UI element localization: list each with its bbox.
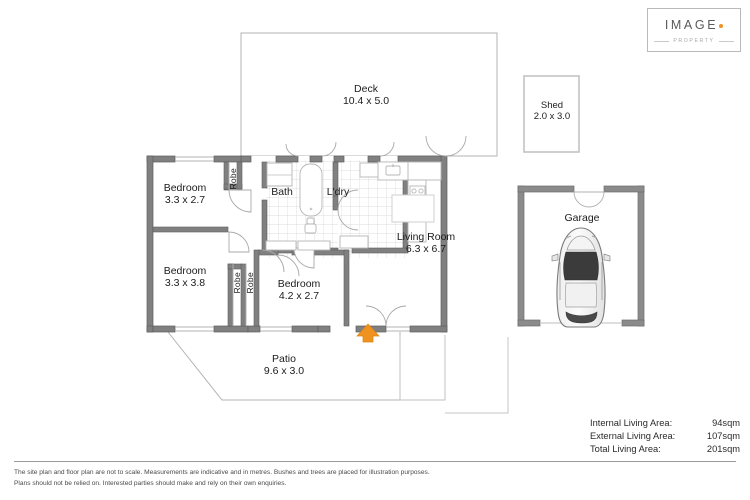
brand-logo-dot (719, 24, 724, 28)
entry-arrow-icon (356, 323, 380, 343)
brand-logo-text: IMAGE (664, 18, 719, 32)
car-illustration (551, 227, 611, 328)
disclaimer-line-1: The site plan and floor plan are not to … (14, 469, 430, 476)
bath-fixtures (265, 162, 331, 251)
area-summary: Internal Living Area: 94sqm External Liv… (590, 417, 740, 457)
windows (175, 156, 410, 332)
brand-rule-left (654, 40, 670, 42)
area-label-internal: Internal Living Area: (590, 418, 673, 428)
deck-outline (240, 32, 498, 157)
shed-outline (523, 75, 580, 153)
area-value-total: 201sqm (706, 444, 740, 455)
exterior-walls (146, 155, 448, 333)
brand-rule-right (718, 40, 734, 42)
disclaimer-line-2: Plans should not be relied on. Intereste… (14, 479, 287, 487)
area-row-internal: Internal Living Area: 94sqm (590, 417, 740, 430)
footer-divider (14, 461, 736, 462)
area-value-external: 107sqm (706, 431, 740, 442)
brand-logo: IMAGE PROPERTY (647, 8, 741, 52)
area-label-external: External Living Area: (590, 431, 676, 442)
footer-disclaimer: The site plan and floor plan are not to … (14, 468, 614, 489)
wall-hairlines (228, 162, 247, 326)
door-swings (228, 135, 467, 327)
brand-logo-main: IMAGE (648, 18, 740, 32)
driveway-path (399, 335, 509, 414)
living-furniture (391, 194, 435, 223)
area-row-external: External Living Area: 107sqm (590, 430, 740, 443)
area-row-total: Total Living Area: 201sqm (590, 443, 740, 456)
brand-logo-subtext: PROPERTY (673, 38, 715, 44)
area-label-total: Total Living Area: (590, 444, 661, 455)
laundry-fixtures (339, 162, 383, 249)
area-value-internal: 94sqm (712, 418, 740, 428)
brand-logo-sub-row: PROPERTY (654, 38, 734, 44)
